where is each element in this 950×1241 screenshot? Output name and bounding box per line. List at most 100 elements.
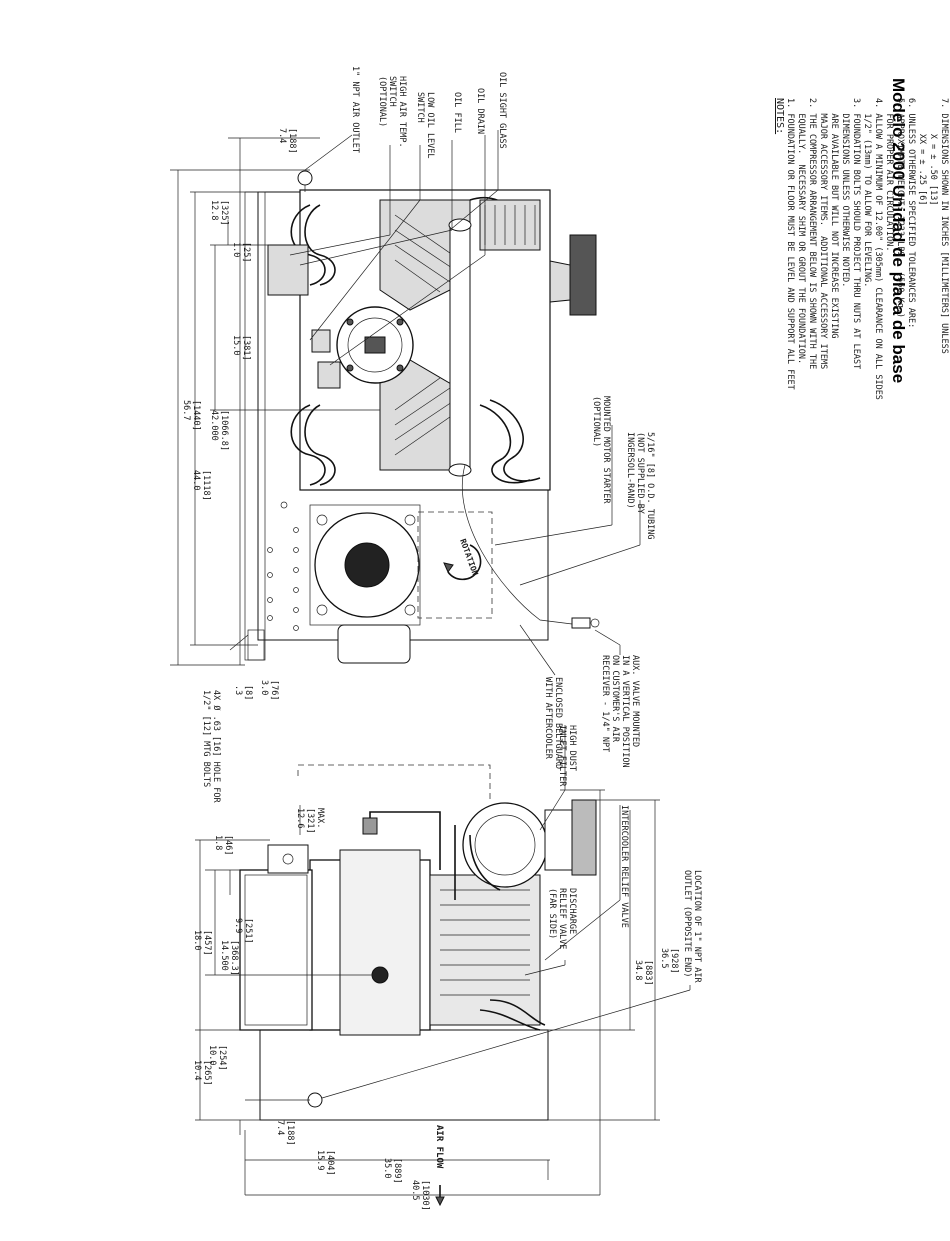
callout-outlet-location-line-2: OUTLET (OPPOSITE END) <box>682 870 692 977</box>
plan-dimensions: 7.4 [188] 12.8 [325] 1.0 [25] 15.0 [381]… <box>181 128 297 700</box>
callout-aux-valve-line-1: AUX. VALVE MOUNTED <box>630 655 640 747</box>
svg-text:18.0: 18.0 <box>192 930 202 950</box>
svg-text:[889]: [889] <box>392 1158 402 1184</box>
dim-34-8: 34.8 [883] <box>633 960 653 986</box>
svg-text:14.500: 14.500 <box>219 940 229 971</box>
callout-motor-starter-line-2: (OPTIONAL) <box>591 396 601 447</box>
svg-text:[1440]: [1440] <box>191 400 201 431</box>
svg-text:.3: .3 <box>233 685 243 695</box>
notes-line: DIMENSIONS UNLESS OTHERWISE NOTED. <box>840 98 850 287</box>
cylinder-upper <box>379 199 471 311</box>
dim-36-5: 36.5 [928] <box>659 948 679 974</box>
callout-npt-air-outlet: 1" NPT AIR OUTLET <box>350 66 360 153</box>
end-starter-box <box>267 844 309 874</box>
dim-9-9: 9.9 [251] <box>233 918 253 944</box>
notes-line: 6. UNLESS OTHERWISE SPECIFIED TOLERANCES… <box>906 98 916 328</box>
notes-line: 1/2" (13mm) TO ALLOW FOR LEVELING. <box>862 98 872 287</box>
end-baseplate <box>259 1029 549 1121</box>
svg-text:12.6: 12.6 <box>295 808 305 828</box>
svg-text:[321]: [321] <box>305 808 315 834</box>
end-dimensions: 12.6 [321] MAX. 1.8 [46] 9.9 [251] 14.50… <box>192 808 679 1211</box>
end-beltguard <box>239 869 313 1031</box>
svg-text:10.0: 10.0 <box>207 1045 217 1065</box>
end-outlet-port <box>307 1092 323 1108</box>
mounting-holes <box>267 501 299 631</box>
air-flow-indicator: AIR FLOW <box>434 1125 445 1207</box>
dim-12-6: 12.6 [321] MAX. <box>295 808 325 834</box>
callout-high-air-line-3: (OPTIONAL) <box>377 76 387 127</box>
page-title: Modelo 2000 Unidad de placa de base <box>889 78 908 383</box>
callout-intercooler-relief: INTERCOOLER RELIEF VALVE <box>619 805 629 928</box>
callout-aux-valve: AUX. VALVE MOUNTED IN A VERTICAL POSITIO… <box>600 655 640 768</box>
dim-10-0: 10.0 [254] <box>207 1045 227 1071</box>
plan-callouts: OIL SIGHT GLASS OIL DRAIN OIL FILL LOW O… <box>201 66 655 803</box>
callout-low-oil-line-1: LOW OIL LEVEL <box>425 92 435 159</box>
dim-18-0: 18.0 [457] <box>192 930 212 956</box>
svg-text:[46]: [46] <box>223 835 233 855</box>
svg-text:36.5: 36.5 <box>659 948 669 968</box>
notes-line: X = ± .50 [13] <box>928 98 938 205</box>
notes-line: 4. ALLOW A MINIMUM OF 12.00" (305mm) CLE… <box>873 98 883 400</box>
callout-mounting-holes-line-2: 1/2" [12] MTG BOLTS <box>201 690 211 787</box>
svg-text:[188]: [188] <box>287 128 297 154</box>
callout-discharge-relief-line-3: (FAR SIDE) <box>547 888 557 939</box>
svg-text:7.4: 7.4 <box>275 1120 285 1135</box>
dim-7-4: 7.4 [188] <box>277 128 297 154</box>
compressor-pump <box>267 189 551 491</box>
svg-text:[265]: [265] <box>202 1060 212 1086</box>
dim-14-500: 14.500 [368.3] <box>219 940 239 976</box>
callout-inlet-filter-line-2: INLET FILTER <box>557 725 567 787</box>
aux-valve <box>571 617 591 629</box>
plan-leader-lines <box>229 130 641 676</box>
dim-10-4: 10.4 [265] <box>192 1060 212 1086</box>
dim-35-0: 35.0 [889] <box>382 1158 402 1184</box>
dim-12-8: 12.8 [325] <box>209 200 229 226</box>
dim-1-0: 1.0 [25] <box>231 242 251 262</box>
end-inlet-filter <box>462 802 548 888</box>
svg-text:34.8: 34.8 <box>633 960 643 980</box>
callout-low-oil-level: LOW OIL LEVEL SWITCH <box>415 92 435 159</box>
notes-heading: NOTES: <box>774 98 785 134</box>
tubing <box>461 464 581 626</box>
callout-beltguard-line-1: ENCLOSED BELTGUARD <box>553 677 563 769</box>
svg-text:[76]: [76] <box>269 680 279 700</box>
notes-line: 2. THE COMPRESSOR ARRANGEMENT BELOW IS S… <box>807 98 817 369</box>
end-envelope-dashed <box>297 764 491 800</box>
end-leader-lines <box>321 725 691 1099</box>
svg-text:[404]: [404] <box>325 1150 335 1176</box>
dim-44-0: 44.0 [1118] <box>191 470 211 501</box>
svg-text:[188]: [188] <box>285 1120 295 1146</box>
notes-line: 1. FOUNDATION OR FLOOR MUST BE LEVEL AND… <box>785 98 795 390</box>
air-flow-label: AIR FLOW <box>434 1125 444 1169</box>
svg-text:MAX.: MAX. <box>315 808 325 828</box>
notes-line: MAJOR ACCESSORY ITEMS. ADDITIONAL ACCESS… <box>818 98 828 369</box>
crankcase-hub <box>364 336 386 354</box>
end-motor-end-cap <box>339 849 421 1036</box>
plan-oil-drain <box>317 361 341 389</box>
callout-discharge-relief: DISCHARGE RELIEF VALVE (FAR SIDE) <box>547 888 577 949</box>
svg-text:1.8: 1.8 <box>213 835 223 850</box>
svg-text:[25]: [25] <box>241 242 251 262</box>
svg-text:[251]: [251] <box>243 918 253 944</box>
dim-1-8: 1.8 [46] <box>213 835 233 855</box>
end-callouts: HIGH DUST INLET FILTER INTERCOOLER RELIE… <box>547 725 702 983</box>
callout-tubing-line-3: INGERSOLL-RAND) <box>625 432 635 509</box>
callout-beltguard-line-2: WITH AFTERCOOLER <box>543 677 553 760</box>
notes-line: 7. DIMENSIONS SHOWN IN INCHES [MILLIMETE… <box>939 98 949 354</box>
svg-text:[457]: [457] <box>202 930 212 956</box>
svg-text:[325]: [325] <box>219 200 229 226</box>
svg-text:7.4: 7.4 <box>277 128 287 143</box>
callout-high-air-temp: HIGH AIR TEMP. SWITCH (OPTIONAL) <box>377 76 407 148</box>
svg-text:[928]: [928] <box>669 948 679 974</box>
plan-inlet-filter <box>479 199 541 251</box>
svg-text:[8]: [8] <box>243 685 253 700</box>
svg-text:[254]: [254] <box>217 1045 227 1071</box>
notes-block: NOTES: 1. FOUNDATION OR FLOOR MUST BE LE… <box>774 98 949 400</box>
svg-text:44.0: 44.0 <box>191 470 201 490</box>
svg-text:[1118]: [1118] <box>201 470 211 501</box>
notes-line: EQUALLY. NECESSARY SHIM OR GROUT THE FOU… <box>796 98 806 364</box>
callout-motor-starter: MOUNTED MOTOR STARTER (OPTIONAL) <box>591 396 611 504</box>
callout-mounting-holes: 4X Ø .63 [16] HOLE FOR 1/2" [12] MTG BOL… <box>201 690 222 803</box>
callout-mounting-holes-line-1: 4X Ø .63 [16] HOLE FOR <box>211 690 222 803</box>
plan-view: ROTATION <box>170 66 655 803</box>
